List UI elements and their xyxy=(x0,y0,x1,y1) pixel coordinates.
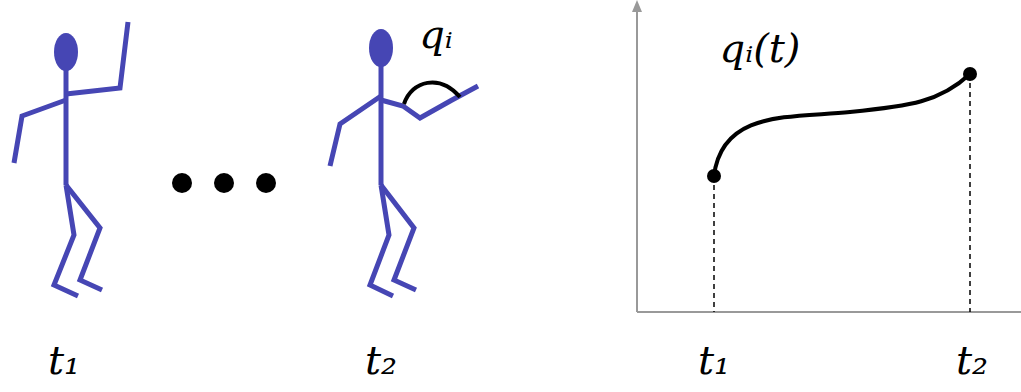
time-label: t₁ xyxy=(48,340,80,380)
dashed-guide xyxy=(714,74,970,312)
curve-label: qᵢ(t) xyxy=(720,28,801,68)
endpoint-dot xyxy=(707,169,721,183)
stick-figure xyxy=(14,22,128,296)
joint-angle-label: qᵢ xyxy=(419,14,453,54)
endpoint-dot xyxy=(963,67,977,81)
axis-tick-label: t₂ xyxy=(956,340,988,380)
ellipsis-dots xyxy=(172,173,276,193)
axes xyxy=(637,6,1021,312)
time-label: t₂ xyxy=(365,340,397,380)
trajectory-curve xyxy=(714,74,970,176)
axis-arrowhead xyxy=(632,0,642,12)
stick-figure xyxy=(330,29,478,296)
axis-tick-label: t₁ xyxy=(698,340,730,380)
angle-arc xyxy=(404,83,460,104)
